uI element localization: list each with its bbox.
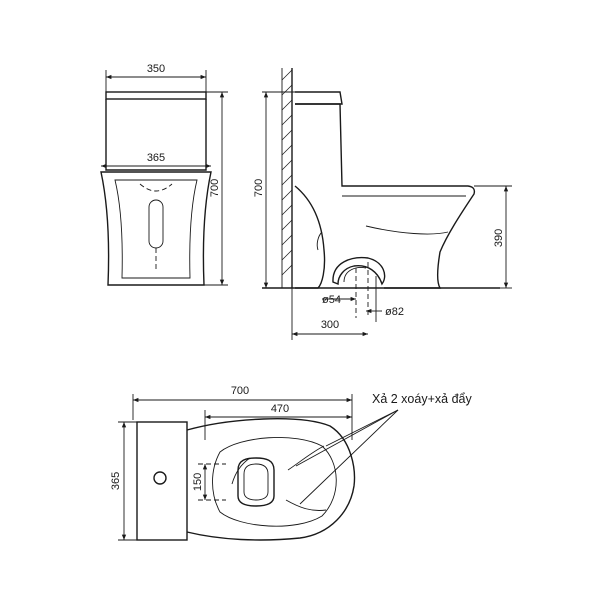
side-back-foot [294,185,326,289]
flush-button-hole [153,471,167,485]
leader-line-3 [299,409,399,505]
jet-top [287,445,325,471]
dim-label-rough-in: 300 [321,319,339,331]
side-body-outline [295,103,476,289]
dim-label-height-side: 700 [253,179,265,197]
side-tank-lid [295,91,343,105]
dim-label-seat-height: 390 [493,229,505,247]
top-bowl-outer [186,418,356,541]
front-view: 350 365 700 [100,63,228,286]
dim-label-bowl-length: 470 [271,403,289,415]
jet-bottom [285,499,327,511]
tank-lid [105,91,207,100]
side-trapway [316,231,323,251]
dim-label-width-top: 350 [147,63,165,75]
pedestal-inner [114,179,198,279]
top-tank [136,421,188,541]
top-drain-inner [243,463,269,501]
dim-label-height-front: 700 [209,179,221,197]
side-bowl-inner [365,225,449,235]
leader-line-2 [325,409,399,447]
dim-label-width-mid: 365 [147,152,165,164]
top-view: 700 470 365 150 Xả 2 xoáy+xả đẩ [110,385,472,541]
dim-label-pipe-small: ø54 [322,294,341,306]
dim-label-pipe-large: ø82 [385,306,404,318]
dim-label-hole-spacing: 150 [192,473,204,491]
wall-hatch [281,69,293,276]
side-outlet-inner [343,267,367,283]
top-drain [237,457,275,507]
dim-label-width: 365 [110,472,122,490]
trap-slot [148,199,164,249]
hidden-trap-top [139,183,173,192]
leader-line-1 [295,409,399,467]
side-view: ø54 ø82 300 700 390 [253,68,512,340]
tank-body [105,99,207,171]
flush-note: Xả 2 xoáy+xả đẩy [372,392,472,406]
side-outlet [332,256,386,286]
dim-label-length: 700 [231,385,249,397]
jet-left [231,457,251,485]
